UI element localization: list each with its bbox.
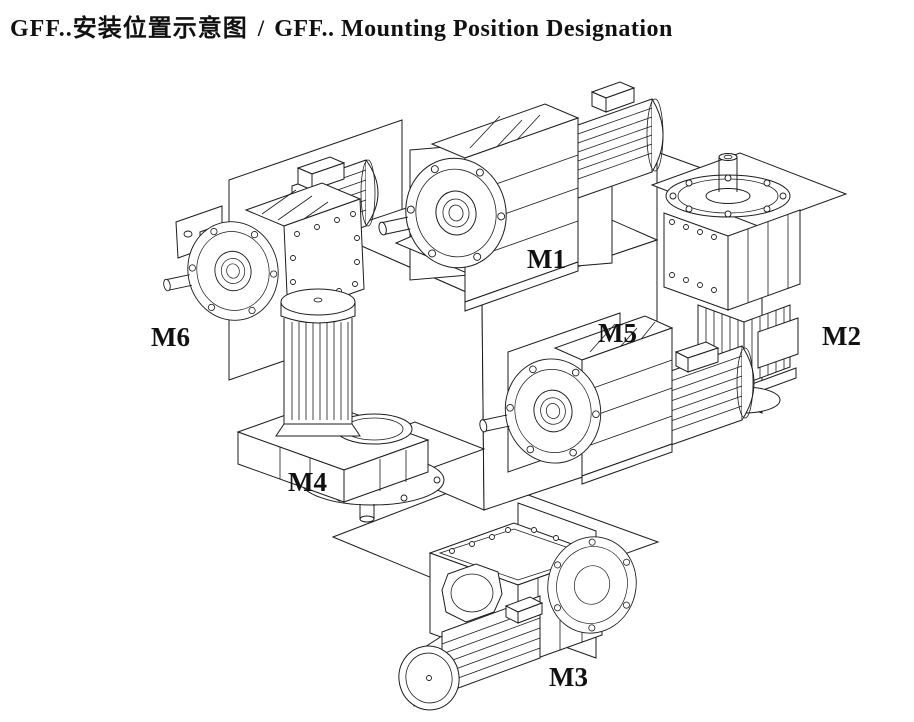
motor-m2 xyxy=(663,153,801,414)
motor-m5 xyxy=(468,315,755,485)
page-title: GFF..安装位置示意图 / GFF.. Mounting Position D… xyxy=(10,8,673,43)
page-title-zh: GFF..安装位置示意图 xyxy=(10,16,248,42)
output-shaft-m2 xyxy=(718,157,738,192)
motor-m6 xyxy=(153,156,379,335)
label-m6: M6 xyxy=(151,322,190,352)
label-m1: M1 xyxy=(527,244,566,274)
label-m3: M3 xyxy=(549,662,588,692)
label-m4: M4 xyxy=(288,467,327,497)
label-m2: M2 xyxy=(822,321,861,351)
terminal-box-m2 xyxy=(757,317,799,369)
motor-m1 xyxy=(367,81,664,312)
page-title-en: GFF.. Mounting Position Designation xyxy=(274,16,673,42)
output-shaft-m4 xyxy=(359,504,375,519)
label-m5: M5 xyxy=(598,318,637,348)
page-title-separator: / xyxy=(257,16,265,41)
motor-m3 xyxy=(398,522,647,711)
foot-bracket-m6 xyxy=(175,205,223,259)
motor-m4 xyxy=(236,288,445,523)
